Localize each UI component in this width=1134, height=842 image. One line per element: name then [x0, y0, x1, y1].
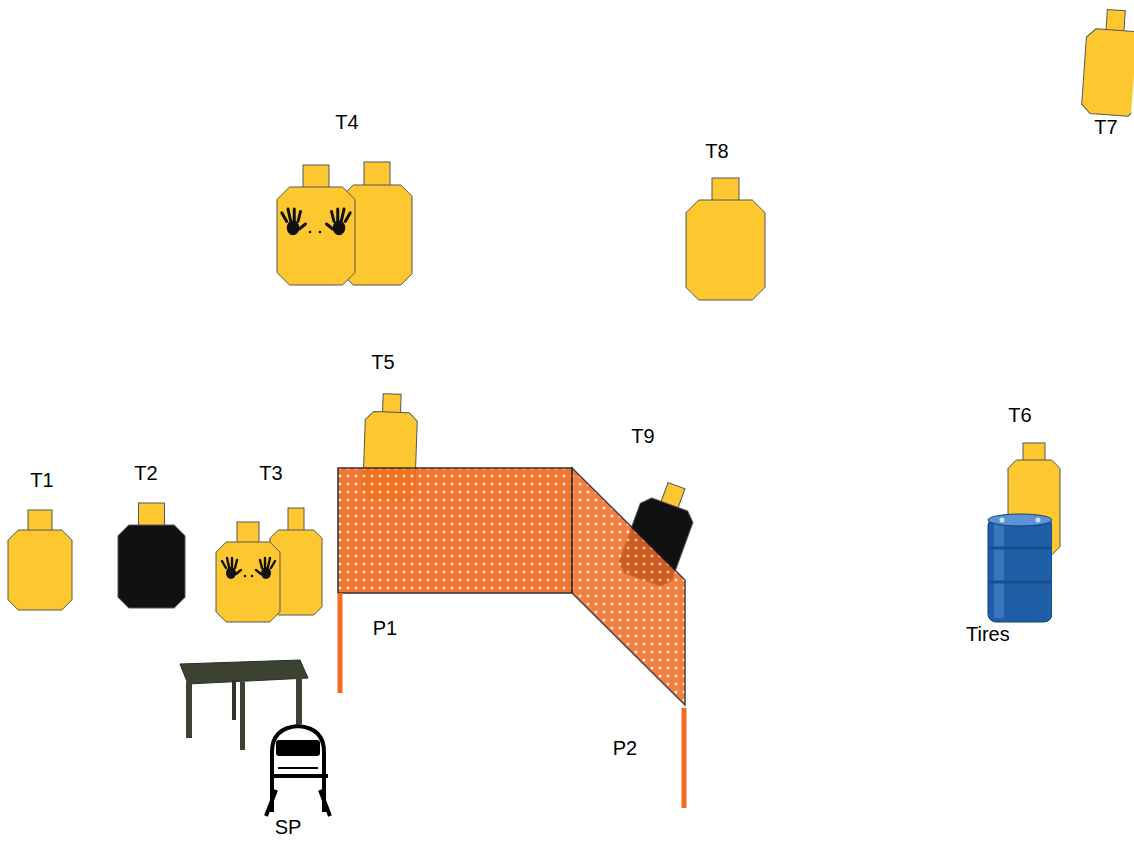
callout-label: T6 — [1008, 405, 1031, 425]
target-body — [118, 525, 185, 608]
barrel-body — [988, 518, 1052, 622]
table — [180, 660, 308, 750]
no-shoot-hand — [222, 558, 241, 579]
chair — [266, 726, 330, 816]
barrel-rib — [989, 581, 1051, 584]
callout-label: T8 — [705, 141, 728, 161]
barrel-shine — [994, 520, 1004, 618]
callout-label: T1 — [30, 470, 53, 490]
target-head — [1106, 10, 1125, 32]
callout-label: T2 — [134, 463, 157, 483]
no-shoot-hand — [282, 209, 306, 235]
target-head — [139, 503, 165, 526]
target-body — [216, 542, 280, 622]
target-head — [288, 508, 304, 531]
target-body — [686, 200, 765, 300]
barrier-post — [682, 708, 687, 808]
callout-label: SP — [275, 817, 302, 837]
target-dot — [244, 575, 247, 578]
callout-label: P1 — [373, 618, 397, 638]
target-dot — [319, 231, 322, 234]
target-head — [712, 178, 739, 201]
target-head — [383, 394, 402, 414]
callout-label: T7 — [1094, 117, 1117, 137]
target — [277, 165, 355, 285]
target — [8, 510, 72, 610]
target-dot — [251, 575, 254, 578]
callout-label: T5 — [371, 352, 394, 372]
callout-label: T9 — [631, 426, 654, 446]
target-head — [303, 165, 329, 188]
target — [118, 503, 185, 608]
no-shoot-hand — [256, 558, 275, 579]
target — [686, 178, 765, 300]
barrel-rib — [989, 547, 1051, 550]
target-head — [364, 162, 390, 186]
target-body — [8, 530, 72, 610]
barrel-label: Tires — [966, 624, 1010, 644]
barrier-post — [338, 593, 343, 693]
barrel-lid — [988, 514, 1052, 526]
target-body — [277, 187, 355, 285]
target-body — [1081, 28, 1134, 117]
target — [216, 522, 280, 622]
barrier-panel — [572, 468, 685, 705]
callout-label: T4 — [335, 112, 358, 132]
no-shoot-hand — [327, 209, 351, 235]
barrel: Tires — [966, 512, 1052, 650]
target-head — [28, 510, 52, 531]
target-head — [237, 522, 259, 543]
barrier-panel — [338, 468, 572, 593]
barrel-bung — [1000, 518, 1005, 523]
target-head — [1023, 443, 1045, 461]
callout-label: T3 — [259, 463, 282, 483]
callout-label: P2 — [613, 738, 637, 758]
target-dot — [309, 231, 312, 234]
target — [1081, 8, 1134, 117]
barrel-bung — [1036, 518, 1041, 523]
